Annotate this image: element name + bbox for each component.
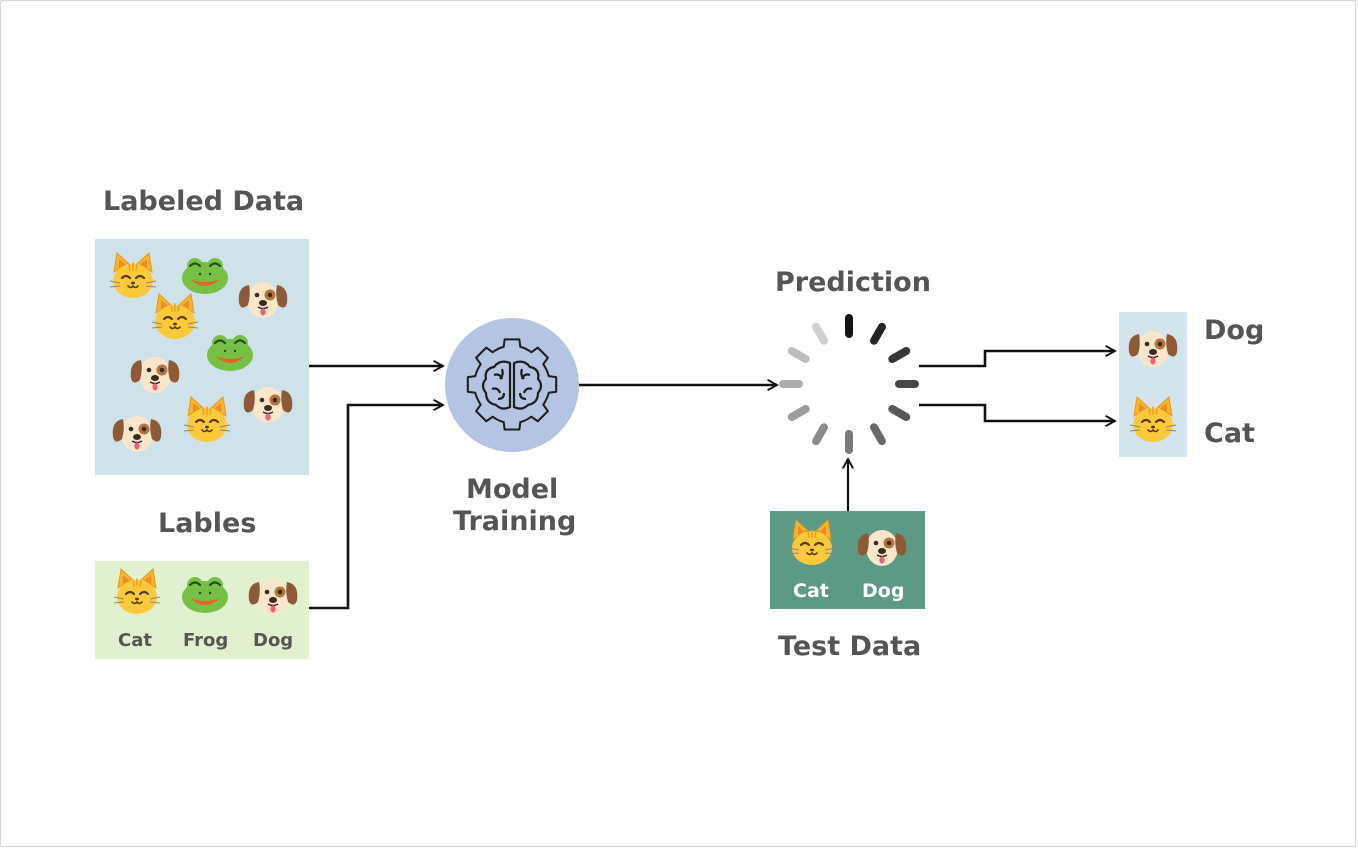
- label-frog: Frog: [183, 630, 229, 651]
- labeled-data-title: Labeled Data: [103, 186, 305, 217]
- model-circle: [445, 318, 579, 452]
- loading-spinner-icon: [779, 314, 919, 454]
- spinner-dash: [812, 322, 828, 345]
- brain-gear-icon: [466, 338, 558, 431]
- spinner-dash: [870, 423, 886, 446]
- label-dog: Dog: [253, 630, 294, 651]
- spinner-dash: [888, 347, 911, 363]
- test-data-title: Test Data: [778, 631, 922, 662]
- spinner-dash: [870, 322, 886, 345]
- prediction-title: Prediction: [775, 267, 931, 298]
- cat-output-arrow: [919, 403, 1115, 421]
- test-item-dog: Dog: [862, 580, 905, 602]
- labels-title: Lables: [158, 508, 257, 539]
- label-cat: Cat: [118, 630, 152, 651]
- model-label-line2: Training: [453, 506, 577, 537]
- spinner-dash: [787, 405, 810, 421]
- labels-arrow: [309, 405, 443, 610]
- output-cat-label: Cat: [1204, 418, 1255, 449]
- frog-face-icon: [180, 256, 230, 296]
- spinner-dash: [812, 423, 828, 446]
- frog-face-icon: [180, 575, 230, 615]
- output-dog-label: Dog: [1204, 315, 1265, 346]
- model-label-line1: Model: [466, 474, 559, 505]
- spinner-dash: [787, 347, 810, 363]
- dog-output-arrow: [919, 351, 1115, 368]
- spinner-dash: [888, 405, 911, 421]
- frog-face-icon: [205, 333, 255, 373]
- test-item-cat: Cat: [793, 580, 829, 602]
